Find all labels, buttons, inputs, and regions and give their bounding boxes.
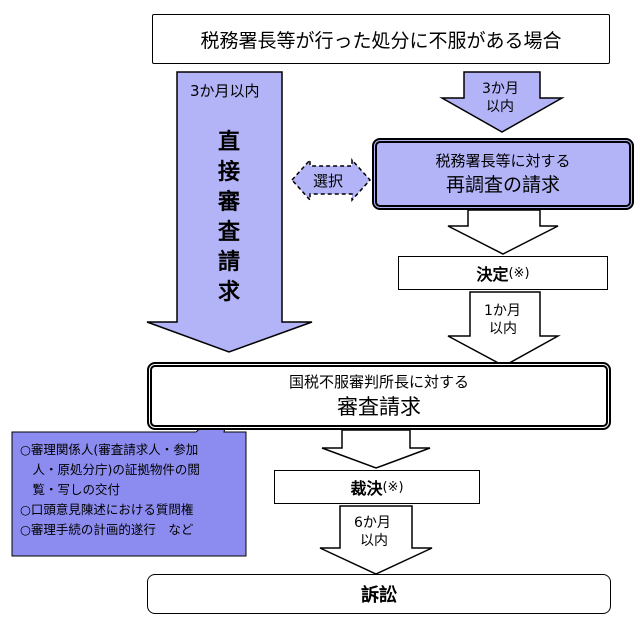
procedure-note-line: 覧・写しの交付 <box>20 482 121 497</box>
decision-box: 決定 (※) <box>398 256 608 290</box>
verdict-label: 裁決 <box>350 479 383 498</box>
one-month-arrow <box>447 291 561 367</box>
verdict-note: (※) <box>382 479 404 495</box>
tribunal-line1: 国税不服審判所長に対する <box>288 373 469 391</box>
lawsuit-box: 訴訟 <box>147 574 611 614</box>
decision-label: 決定 <box>476 265 509 284</box>
verdict-box: 裁決 (※) <box>274 470 480 504</box>
procedure-note-line: ○口頭意見陳述における質問権 <box>20 502 194 517</box>
reinvestigation-down-arrow <box>447 209 559 255</box>
select-double-arrow <box>290 158 372 202</box>
six-month-line2: 以内 <box>360 533 388 549</box>
three-month-arrow <box>439 71 565 133</box>
select-label: 選択 <box>313 172 344 190</box>
procedure-note-line: ○審理手続の計画的遂行 など <box>20 522 194 537</box>
reinvestigation-line1: 税務署長等に対する <box>435 152 571 170</box>
six-month-arrow <box>319 505 433 575</box>
six-month-line1: 6か月 <box>354 515 391 531</box>
procedure-note-line: 人・原処分庁)の証拠物件の閲 <box>20 462 200 477</box>
tribunal-review-box: 国税不服審判所長に対する 審査請求 <box>147 362 611 430</box>
decision-note: (※) <box>508 265 530 281</box>
reinvestigation-line2: 再調査の請求 <box>445 174 560 196</box>
three-month-line2: 以内 <box>486 99 514 115</box>
procedure-note-line: ○審理関係人(審査請求人・参加 <box>20 442 199 457</box>
disputed-disposition-box: 税務署長等が行った処分に不服がある場合 <box>152 14 610 64</box>
direct-review-period: 3か月以内 <box>190 82 260 100</box>
three-month-line1: 3か月 <box>482 81 519 97</box>
direct-review-arrow <box>146 71 313 353</box>
reinvestigation-request-box: 税務署長等に対する 再調査の請求 <box>372 138 634 210</box>
one-month-line1: 1か月 <box>484 303 521 319</box>
tribunal-line2: 審査請求 <box>337 395 421 419</box>
direct-review-label: 直 接 審 査 請 求 <box>217 130 240 305</box>
tribunal-down-arrow <box>321 429 431 469</box>
procedure-note-text: ○審理関係人(審査請求人・参加 人・原処分庁)の証拠物件の閲 覧・写しの交付 ○… <box>20 440 200 540</box>
lawsuit-label: 訴訟 <box>361 585 397 606</box>
one-month-line2: 以内 <box>489 321 517 337</box>
disputed-disposition-label: 税務署長等が行った処分に不服がある場合 <box>200 29 562 52</box>
